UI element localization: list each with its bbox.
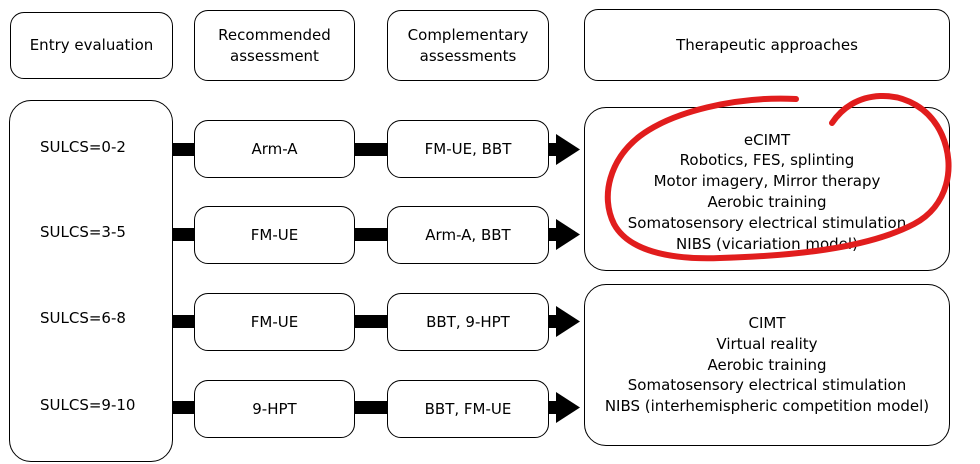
connector-bar	[355, 143, 387, 156]
header-entry-evaluation: Entry evaluation	[10, 12, 173, 79]
entry-evaluation-box	[9, 100, 173, 462]
recommended-label: Arm-A	[251, 140, 298, 158]
connector-bar	[172, 315, 194, 328]
therapy-item: eCIMT	[743, 130, 791, 149]
connector-bar	[548, 228, 558, 241]
header-recommended-assessment: Recommended assessment	[194, 10, 355, 81]
score-label: SULCS=9-10	[40, 396, 136, 414]
therapy-item: NIBS (interhemispheric competition model…	[604, 397, 930, 416]
header-complementary-assessments: Complementary assessments	[387, 10, 549, 81]
therapy-item: Virtual reality	[716, 334, 818, 353]
complementary-box: BBT, 9-HPT	[387, 293, 549, 351]
arrow-head	[556, 392, 580, 423]
recommended-box: 9-HPT	[194, 380, 355, 438]
connector-bar	[548, 143, 558, 156]
header-complementary-label: Complementary assessments	[407, 25, 529, 65]
header-therapeutic-label: Therapeutic approaches	[676, 35, 858, 54]
connector-bar	[548, 315, 558, 328]
recommended-box: FM-UE	[194, 206, 355, 264]
score-label: SULCS=3-5	[40, 223, 126, 241]
complementary-label: Arm-A, BBT	[425, 226, 511, 244]
therapy-item: Somatosensory electrical stimulation	[627, 376, 907, 395]
therapy-item: Aerobic training	[707, 355, 827, 374]
connector-bar	[355, 315, 387, 328]
therapy-item: Aerobic training	[707, 193, 827, 211]
therapy-item: Robotics, FES, splinting	[679, 151, 855, 170]
arrow-head	[556, 219, 580, 250]
header-entry-label: Entry evaluation	[29, 36, 154, 54]
complementary-box: FM-UE, BBT	[387, 120, 549, 178]
recommended-label: FM-UE	[250, 226, 299, 244]
connector-bar	[355, 228, 387, 241]
arrow-head	[556, 306, 580, 337]
therapy-item: NIBS (vicariation model)	[676, 234, 858, 253]
connector-bar	[355, 401, 387, 414]
connector-bar	[172, 401, 194, 414]
complementary-label: FM-UE, BBT	[424, 140, 512, 158]
therapy-group-1: eCIMT Robotics, FES, splinting Motor ima…	[584, 107, 950, 271]
therapy-item: Motor imagery, Mirror therapy	[653, 172, 881, 191]
therapy-item: Somatosensory electrical stimulation	[627, 213, 907, 232]
complementary-label: BBT, 9-HPT	[426, 313, 510, 331]
recommended-label: 9-HPT	[252, 400, 297, 418]
connector-bar	[172, 143, 194, 156]
complementary-box: BBT, FM-UE	[387, 380, 549, 438]
score-label: SULCS=6-8	[40, 309, 126, 327]
connector-bar	[548, 401, 558, 414]
complementary-label: BBT, FM-UE	[424, 400, 512, 418]
arrow-head	[556, 134, 580, 165]
complementary-box: Arm-A, BBT	[387, 206, 549, 264]
recommended-box: Arm-A	[194, 120, 355, 178]
recommended-box: FM-UE	[194, 293, 355, 351]
recommended-label: FM-UE	[250, 313, 299, 331]
header-recommended-label: Recommended assessment	[218, 25, 331, 65]
therapy-item: CIMT	[748, 314, 786, 332]
score-label: SULCS=0-2	[40, 138, 126, 156]
therapy-group-2: CIMT Virtual reality Aerobic training So…	[584, 284, 950, 446]
connector-bar	[172, 228, 194, 241]
header-therapeutic-approaches: Therapeutic approaches	[584, 9, 950, 81]
